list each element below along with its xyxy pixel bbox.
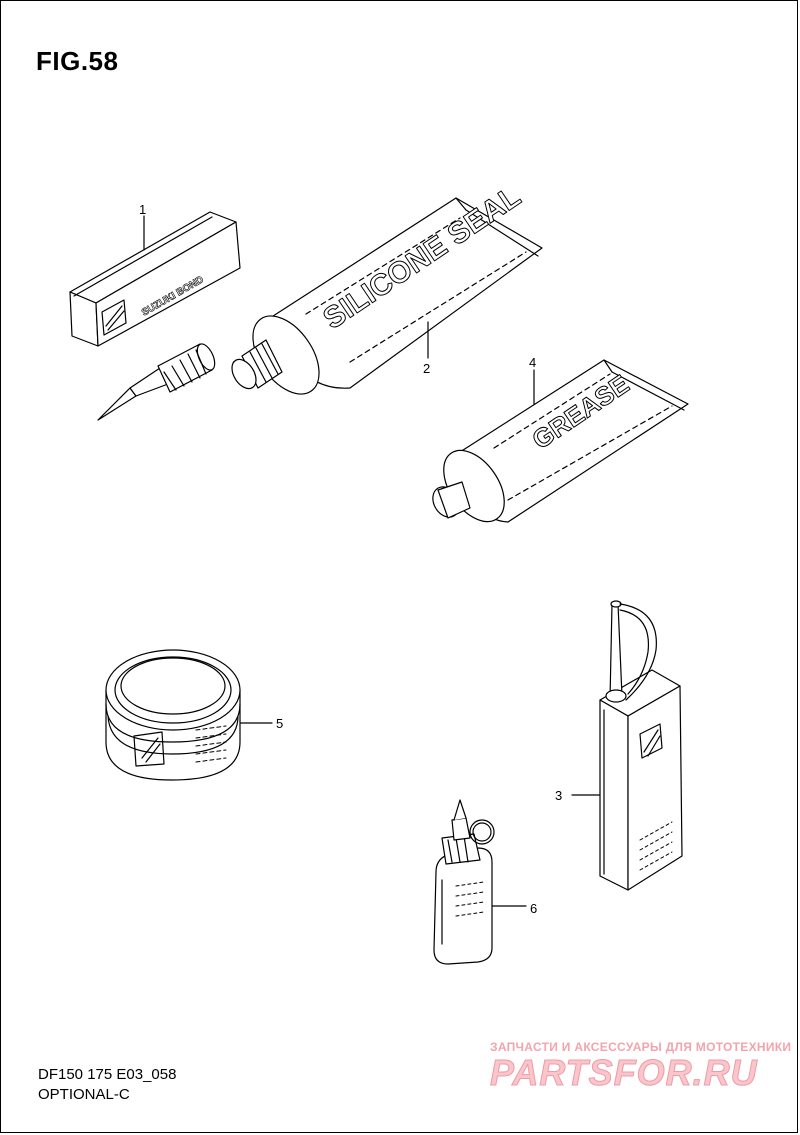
part-1-bond-kit[interactable]: SUZUKI BOND — [69, 211, 241, 421]
figure-title: FIG.58 — [36, 46, 119, 76]
part-number-3: 3 — [555, 788, 562, 803]
part-number-6: 6 — [530, 901, 537, 916]
part-number-4: 4 — [529, 355, 536, 370]
watermark-logo: PARTSFOR.RU — [490, 1052, 758, 1094]
watermark-caption: ЗАПЧАСТИ И АКСЕССУАРЫ ДЛЯ МОТОТЕХНИКИ — [490, 1040, 792, 1054]
diagram-code: DF150 175 E03_058 — [38, 1066, 177, 1083]
part-2-silicone-seal-tube[interactable]: SILICONE SEAL — [227, 179, 543, 406]
part-4-grease-tube[interactable]: GREASE — [428, 359, 689, 533]
part-number-2: 2 — [423, 361, 430, 376]
diagram-subtitle: OPTIONAL-C — [38, 1086, 130, 1103]
part-5-grease-tin[interactable] — [105, 649, 241, 781]
part-number-5: 5 — [276, 716, 283, 731]
part-3-oil-can[interactable] — [599, 600, 683, 891]
part-number-1: 1 — [139, 202, 146, 217]
part-6-dropper-bottle[interactable] — [433, 799, 495, 965]
